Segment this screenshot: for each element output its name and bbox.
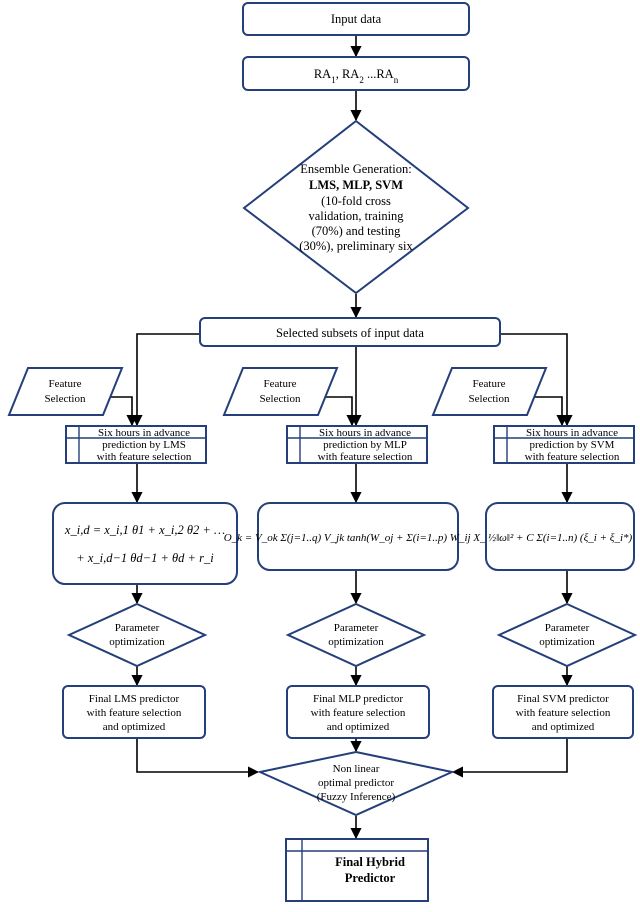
nonlinear-line2: optimal predictor [318, 777, 394, 789]
feature-selection-mlp: Feature Selection [222, 367, 339, 416]
final-hybrid-predictor-node: Final Hybrid Predictor [285, 838, 429, 902]
arrow-fs-svm [528, 396, 568, 427]
final-mlp-line3: and optimized [327, 721, 390, 733]
feature-selection-lms-line1: Feature [49, 378, 82, 390]
feature-selection-svm-line1: Feature [473, 378, 506, 390]
ra-subscript-2: 2 [359, 75, 364, 85]
feature-selection-lms: Feature Selection [7, 367, 124, 416]
ra-list-label: RA1, RA2 ...RAn [314, 67, 399, 85]
final-mlp-node: Final MLP predictor with feature selecti… [286, 685, 430, 739]
arrow-fs-lms [103, 396, 138, 427]
param-mlp-line1: Parameter [334, 622, 379, 634]
ensemble-generation-node: Ensemble Generation: LMS, MLP, SVM (10-f… [242, 119, 470, 295]
final-hybrid-line2: Predictor [345, 871, 396, 885]
ra-subscript-1: 1 [331, 75, 336, 85]
ra-list-node: RA1, RA2 ...RAn [242, 56, 470, 91]
formula-lms-node: x_i,d = x_i,1 θ1 + x_i,2 θ2 + … + x_i,d−… [52, 502, 238, 585]
prediction-lms-line1: Six hours in advance [98, 427, 190, 439]
feature-selection-svm-line2: Selection [469, 393, 510, 405]
final-svm-node: Final SVM predictor with feature selecti… [492, 685, 634, 739]
arrow-lms-to-nonlinear [136, 738, 260, 778]
prediction-svm-line1: Six hours in advance [526, 427, 618, 439]
prediction-lms-line3: with feature selection [97, 451, 192, 463]
ensemble-detail-4: (30%), preliminary six [299, 239, 413, 253]
nonlinear-line3: (Fuzzy Inference) [317, 791, 396, 803]
parameter-optimization-mlp: Parameter optimization [285, 602, 427, 668]
final-lms-node: Final LMS predictor with feature selecti… [62, 685, 206, 739]
feature-selection-mlp-line1: Feature [264, 378, 297, 390]
ensemble-detail-2: validation, training [308, 209, 404, 223]
parameter-optimization-svm: Parameter optimization [496, 602, 638, 668]
arrow-subsets-to-svm [500, 333, 573, 427]
ra-separator-2: ... [364, 67, 377, 81]
ra-base-3: RA [376, 67, 393, 81]
param-svm-line1: Parameter [545, 622, 590, 634]
formula-svm-line1: ½‖ω‖² + C Σ(i=1..n) (ξ_i + ξ_i*) [488, 532, 633, 544]
prediction-svm-line2: prediction by SVM [530, 439, 615, 451]
prediction-mlp-node: Six hours in advance prediction by MLP w… [286, 425, 428, 464]
arrow-subsets-to-lms [131, 333, 200, 427]
final-mlp-line1: Final MLP predictor [313, 693, 403, 705]
selected-subsets-node: Selected subsets of input data [199, 317, 501, 347]
ensemble-detail-3: (70%) and testing [312, 224, 402, 238]
parameter-optimization-lms: Parameter optimization [66, 602, 208, 668]
feature-selection-mlp-line2: Selection [260, 393, 301, 405]
arrow-svm-to-nonlinear [451, 738, 568, 778]
param-mlp-line2: optimization [328, 636, 384, 648]
ra-base-1: RA [314, 67, 331, 81]
prediction-mlp-line1: Six hours in advance [319, 427, 411, 439]
formula-lms-line1: x_i,d = x_i,1 θ1 + x_i,2 θ2 + … [64, 523, 225, 537]
final-svm-line1: Final SVM predictor [517, 693, 609, 705]
prediction-mlp-line3: with feature selection [318, 451, 413, 463]
formula-mlp-node: O_k = V_ok Σ(j=1..q) V_jk tanh(W_oj + Σ(… [224, 502, 493, 571]
nonlinear-predictor-node: Non linear optimal predictor (Fuzzy Infe… [256, 750, 456, 817]
prediction-lms-node: Six hours in advance prediction by LMS w… [65, 425, 207, 464]
ra-separator-1: , [336, 67, 342, 81]
prediction-mlp-line2: prediction by MLP [323, 439, 407, 451]
prediction-svm-line3: with feature selection [525, 451, 620, 463]
final-lms-line3: and optimized [103, 721, 166, 733]
feature-selection-lms-line2: Selection [45, 393, 86, 405]
ensemble-methods: LMS, MLP, SVM [309, 178, 403, 192]
connectors [103, 35, 573, 840]
ensemble-detail-1: (10-fold cross [321, 194, 391, 208]
final-hybrid-line1: Final Hybrid [335, 855, 405, 869]
final-svm-line2: with feature selection [516, 707, 611, 719]
final-svm-line3: and optimized [532, 721, 595, 733]
arrow-fs-mlp [319, 396, 358, 427]
prediction-svm-node: Six hours in advance prediction by SVM w… [493, 425, 635, 464]
param-svm-line2: optimization [539, 636, 595, 648]
final-lms-line2: with feature selection [87, 707, 182, 719]
input-data-label: Input data [331, 12, 382, 26]
formula-lms-line2: + x_i,d−1 θd−1 + θd + r_i [76, 551, 214, 565]
prediction-lms-line2: prediction by LMS [102, 439, 186, 451]
nonlinear-line1: Non linear [333, 763, 380, 775]
final-lms-line1: Final LMS predictor [89, 693, 180, 705]
formula-svm-node: ½‖ω‖² + C Σ(i=1..n) (ξ_i + ξ_i*) [485, 502, 635, 571]
ensemble-title: Ensemble Generation: [300, 162, 411, 176]
param-lms-line2: optimization [109, 636, 165, 648]
param-lms-line1: Parameter [115, 622, 160, 634]
formula-mlp-line1: O_k = V_ok Σ(j=1..q) V_jk tanh(W_oj + Σ(… [224, 532, 493, 544]
selected-subsets-label: Selected subsets of input data [276, 326, 424, 340]
ra-base-2: RA [342, 67, 359, 81]
input-data-node: Input data [242, 2, 470, 36]
ra-subscript-3: n [394, 75, 399, 85]
final-mlp-line2: with feature selection [311, 707, 406, 719]
feature-selection-svm: Feature Selection [431, 367, 548, 416]
